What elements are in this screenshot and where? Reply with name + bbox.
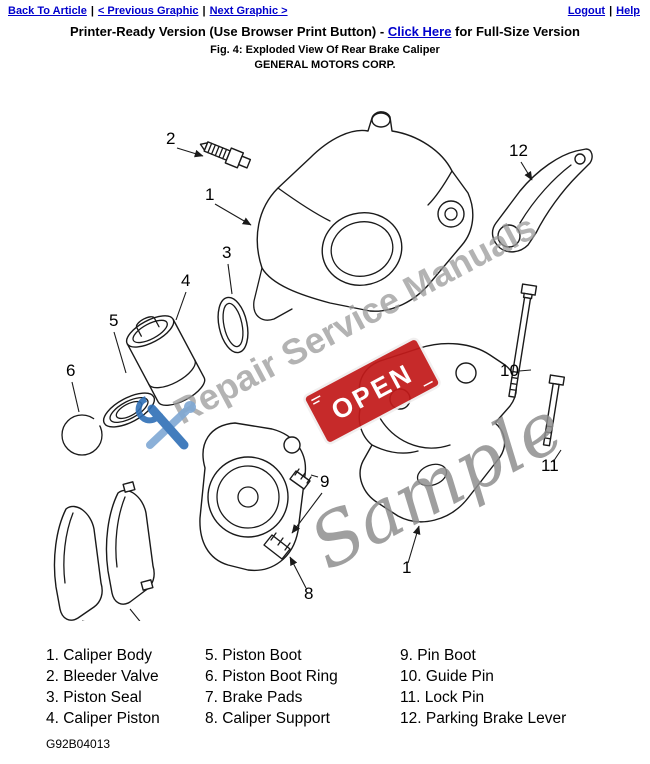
callout-bleeder-valve: 2 — [166, 129, 175, 148]
callout-caliper-body: 1 — [205, 185, 214, 204]
callout-caliper-piston: 4 — [181, 271, 190, 290]
nav-separator: | — [90, 5, 94, 17]
exploded-diagram: Repair Service Manuals OPEN Sample 2 1 1… — [53, 111, 593, 621]
callout-guide-pin: 10 — [500, 361, 519, 380]
parts-column-3: 9. Pin Boot 10. Guide Pin 11. Lock Pin 1… — [400, 645, 566, 729]
lower-boot-part — [263, 532, 291, 560]
next-graphic-link[interactable]: Next Graphic > — [209, 5, 288, 17]
part-item: 8. Caliper Support — [205, 710, 330, 727]
parts-column-1: 1. Caliper Body 2. Bleeder Valve 3. Pist… — [46, 645, 205, 729]
part-item: 7. Brake Pads — [205, 689, 303, 706]
previous-graphic-link[interactable]: < Previous Graphic — [97, 5, 199, 17]
part-item: 10. Guide Pin — [400, 668, 494, 685]
title-text-suffix: for Full-Size Version — [451, 24, 580, 39]
leader-line — [289, 556, 307, 589]
leader-line — [129, 608, 141, 621]
company-name: GENERAL MOTORS CORP. — [254, 59, 396, 71]
callout-piston-boot-ring: 6 — [66, 361, 75, 380]
part-item: 3. Piston Seal — [46, 689, 142, 706]
callout-pin-boot: 9 — [320, 472, 329, 491]
part-item: 12. Parking Brake Lever — [400, 710, 567, 727]
pin-boot-part — [289, 468, 312, 490]
part-item: 2. Bleeder Valve — [46, 668, 159, 685]
piston-boot-ring-part — [61, 414, 103, 456]
figure-code: G92B04013 — [46, 737, 111, 751]
leader-line — [176, 147, 204, 158]
figure-caption: Fig. 4: Exploded View Of Rear Brake Cali… — [210, 44, 440, 56]
leader-line — [113, 331, 127, 374]
part-item: 11. Lock Pin — [400, 689, 485, 706]
leader-line — [518, 369, 532, 372]
nav-left: Back To Article|< Previous Graphic|Next … — [8, 5, 288, 17]
leader-line — [407, 525, 421, 564]
brake-pads-part — [53, 481, 155, 621]
lock-pin-part — [542, 374, 566, 447]
top-nav: Back To Article|< Previous Graphic|Next … — [0, 0, 650, 17]
back-to-article-link[interactable]: Back To Article — [8, 5, 87, 17]
logout-link[interactable]: Logout — [567, 5, 606, 17]
callout-lock-pin: 11 — [541, 456, 559, 475]
callouts: 2 1 12 3 4 5 6 9 8 7 1 10 11 — [66, 129, 562, 621]
leader-line — [310, 474, 319, 478]
caliper-piston-part — [125, 315, 206, 407]
leader-line — [214, 203, 252, 226]
nav-right: Logout|Help — [568, 5, 640, 17]
page-title: Printer-Ready Version (Use Browser Print… — [0, 24, 650, 39]
help-link[interactable]: Help — [616, 5, 640, 17]
piston-seal-part — [217, 296, 249, 354]
caliper-body-part — [253, 111, 474, 321]
nav-separator: | — [202, 5, 206, 17]
tools-watermark-icon — [135, 396, 196, 450]
leader-line — [227, 263, 233, 295]
callout-piston-seal: 3 — [222, 243, 231, 262]
bleeder-valve-part — [199, 141, 252, 169]
part-item: 4. Caliper Piston — [46, 710, 160, 727]
part-item: 9. Pin Boot — [400, 647, 476, 664]
callout-caliper-support-8: 8 — [304, 584, 313, 603]
parts-column-2: 5. Piston Boot 6. Piston Boot Ring 7. Br… — [205, 645, 400, 729]
leader-line — [71, 381, 80, 413]
leader-line — [552, 449, 562, 463]
callout-piston-boot: 5 — [109, 311, 118, 330]
leader-line — [291, 492, 323, 534]
part-item: 1. Caliper Body — [46, 647, 152, 664]
leader-line — [520, 161, 533, 181]
guide-pin-part — [508, 283, 538, 398]
part-item: 5. Piston Boot — [205, 647, 302, 664]
parking-brake-lever-part — [491, 148, 593, 253]
callout-caliper-body-1: 1 — [402, 558, 411, 577]
title-text: Printer-Ready Version (Use Browser Print… — [69, 24, 388, 39]
leader-line — [175, 291, 187, 321]
callout-parking-brake-lever: 12 — [509, 141, 528, 160]
part-item: 6. Piston Boot Ring — [205, 668, 338, 685]
full-size-version-link[interactable]: Click Here — [387, 24, 452, 39]
nav-separator: | — [609, 5, 613, 17]
caliper-half-part — [199, 422, 312, 572]
parts-list: 1. Caliper Body 2. Bleeder Valve 3. Pist… — [0, 645, 650, 729]
